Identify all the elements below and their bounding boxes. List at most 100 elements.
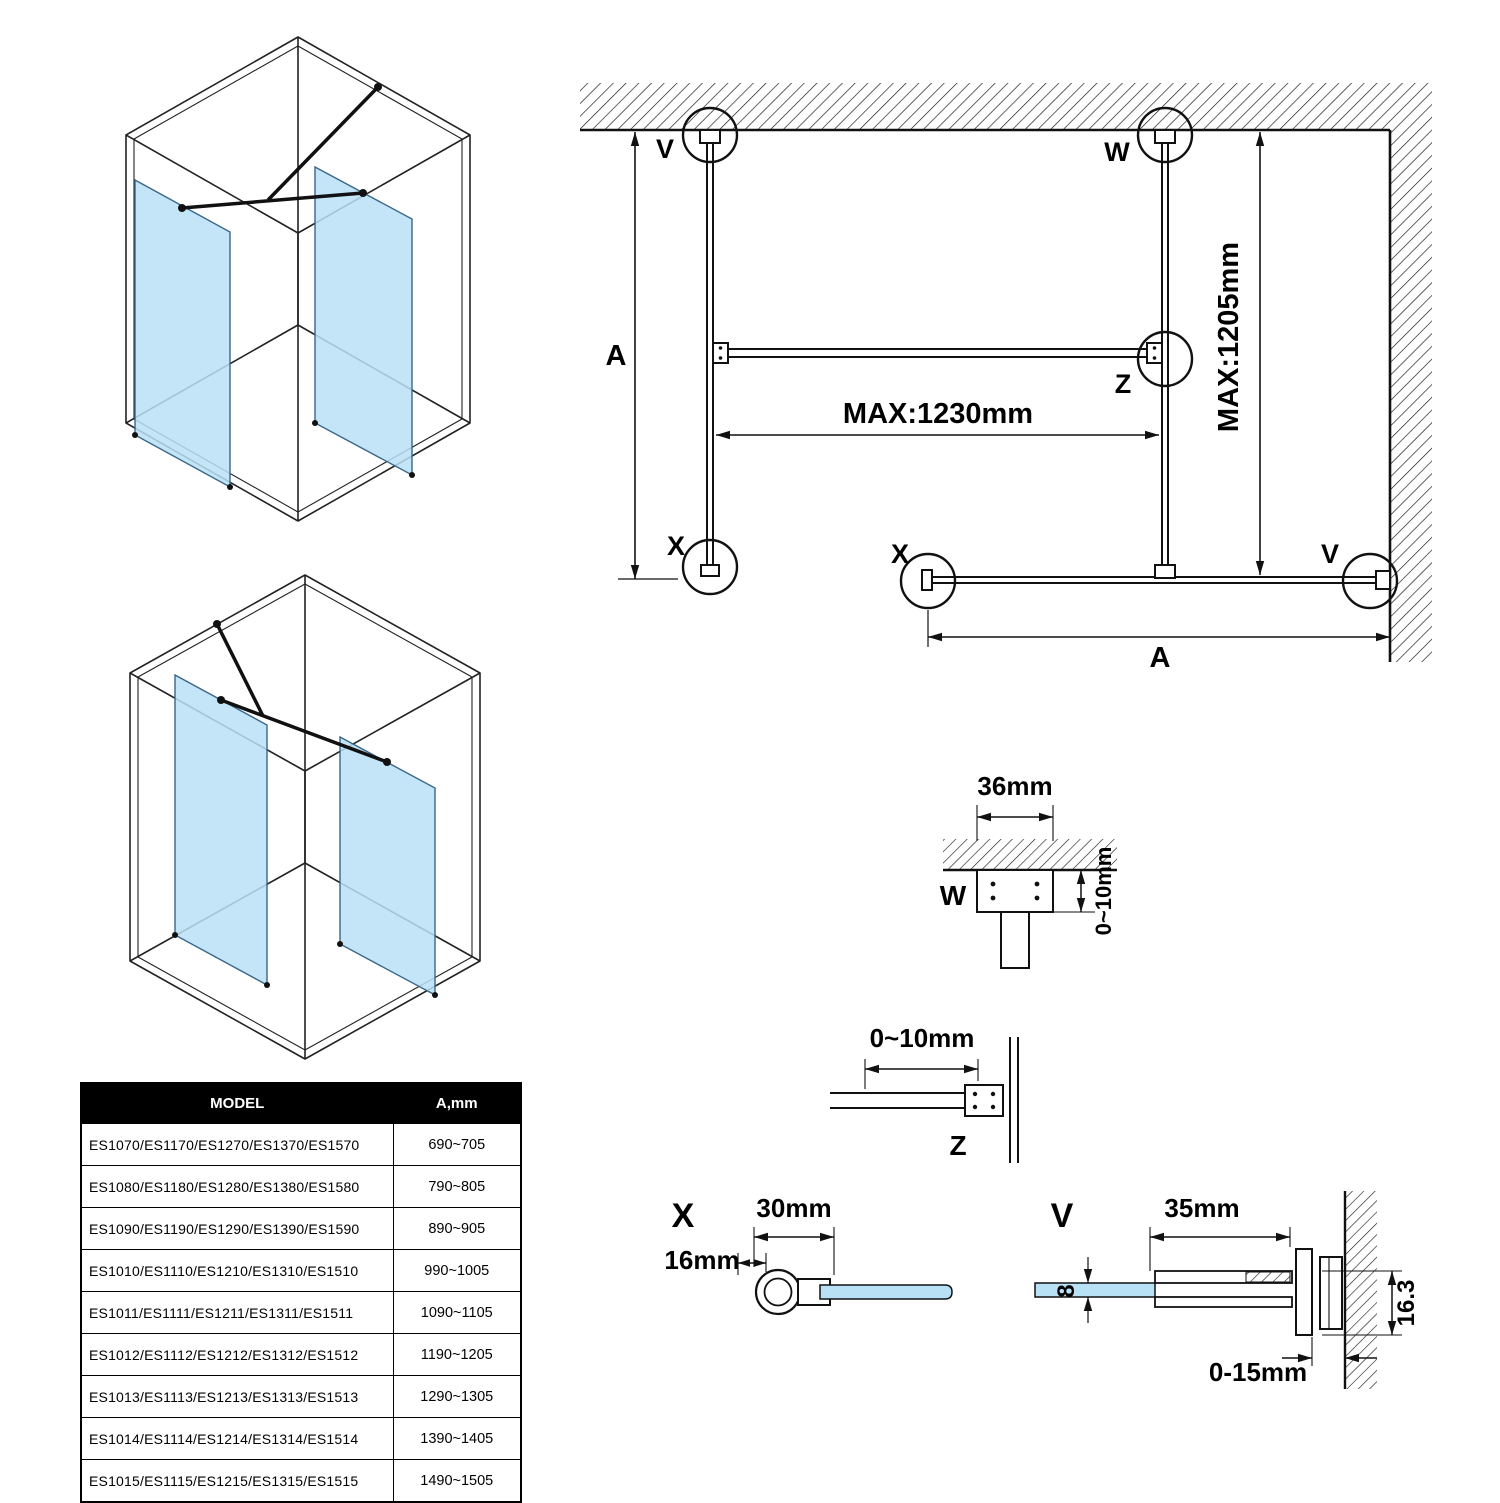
dim-glass-8mm: [1083, 1257, 1093, 1323]
callout-circle-w: [1136, 106, 1194, 164]
isometric-view-1: [125, 36, 471, 522]
model-cell: ES1070/ES1170/ES1270/ES1370/ES1570: [80, 1123, 394, 1166]
profile-bottom-flange: [1154, 1296, 1293, 1308]
a-cell: 990~1005: [392, 1249, 522, 1292]
end-profile-bore: [763, 1277, 793, 1307]
glass-panel-right: [314, 165, 413, 477]
label-w: W: [940, 880, 967, 911]
col-header-model: MODEL: [80, 1082, 394, 1124]
callout-circle-v-top: [681, 106, 739, 164]
bracket-screws: [972, 1091, 996, 1110]
support-bars: [215, 623, 388, 764]
label-x-left: X: [667, 531, 685, 561]
model-cell: ES1013/ES1113/ES1213/ES1313/ES1513: [80, 1375, 394, 1418]
a-cell: 1090~1105: [392, 1291, 522, 1334]
dim-label-0-10mm: 0~10mm: [1091, 847, 1116, 936]
model-cell: ES1090/ES1190/ES1290/ES1390/ES1590: [80, 1207, 394, 1250]
dim-36mm: [976, 805, 1054, 841]
wall-profile: [1154, 1248, 1343, 1336]
dim-label-36mm: 36mm: [977, 771, 1052, 801]
table-header-row: MODEL A,mm: [80, 1082, 522, 1124]
isometric-view-2: [129, 574, 481, 1060]
wall-mount-v: [1375, 570, 1391, 590]
model-cell: ES1010/ES1110/ES1210/ES1310/ES1510: [80, 1249, 394, 1292]
end-cap-x2: [921, 569, 933, 591]
a-cell: 690~705: [392, 1123, 522, 1166]
ceiling-hatch: [943, 839, 1117, 870]
dim-label-0-15mm: 0-15mm: [1209, 1357, 1307, 1387]
dim-label-a-left: A: [606, 340, 627, 372]
ceiling-mount-v: [699, 129, 721, 144]
detail-v: V 35mm 8: [1034, 1191, 1420, 1389]
ceiling-mount-w: [1154, 129, 1176, 144]
glass-panel-section: [1009, 1037, 1019, 1163]
profile-end-plate: [1295, 1248, 1313, 1336]
dim-label-0-10mm: 0~10mm: [870, 1023, 975, 1053]
label-v-right: V: [1321, 539, 1339, 569]
detail-x: X 30mm 16mm: [664, 1193, 953, 1316]
a-cell: 1490~1505: [392, 1459, 522, 1503]
label-z: Z: [949, 1130, 966, 1161]
label-x-mid: X: [891, 539, 909, 569]
profile-gasket-hatch: [1245, 1271, 1291, 1283]
dim-label-35mm: 35mm: [1164, 1193, 1239, 1223]
wall-mount-channel: [1319, 1256, 1343, 1330]
support-bar-plan: [712, 342, 1163, 364]
bar-bracket-right-z: [1146, 342, 1163, 364]
mount-dots: [172, 620, 438, 998]
dim-0-10mm: [864, 1059, 979, 1089]
mount-dots: [132, 83, 415, 490]
dim-label-30mm: 30mm: [756, 1193, 831, 1223]
detail-w: 36mm 0~10mm W: [940, 771, 1117, 969]
model-cell: ES1015/ES1115/ES1215/ES1315/ES1515: [80, 1459, 394, 1503]
label-x: X: [672, 1197, 695, 1235]
callout-circle-z: [1136, 330, 1194, 388]
a-cell: 790~805: [392, 1165, 522, 1208]
dim-30mm: [753, 1227, 835, 1275]
model-cell: ES1011/ES1111/ES1211/ES1311/ES1511: [80, 1291, 394, 1334]
ceiling-bracket-plate: [976, 869, 1054, 913]
dim-max-1230: [716, 430, 1159, 440]
glass-panel-right: [339, 735, 436, 997]
callout-circle-v-right: [1341, 552, 1399, 610]
glass-panel-3-plan: [921, 564, 1391, 591]
end-cap-x: [700, 564, 720, 577]
label-v: V: [1051, 1197, 1074, 1235]
dim-label-max-1205: MAX:1205mm: [1213, 242, 1245, 432]
col-header-a-mm: A,mm: [392, 1082, 522, 1124]
bar-bracket-left: [712, 342, 729, 364]
dim-0-10mm: [1053, 870, 1095, 913]
dim-0-15mm: [1282, 1337, 1377, 1366]
dim-a-horizontal: [927, 610, 1390, 647]
junction-bracket: [1154, 564, 1176, 579]
label-z: Z: [1115, 369, 1132, 399]
dim-a-vertical: [618, 132, 678, 580]
dim-label-max-1230: MAX:1230mm: [843, 398, 1033, 430]
wall-hatch: [1345, 1191, 1377, 1389]
model-cell: ES1012/ES1112/ES1212/ES1312/ES1512: [80, 1333, 394, 1376]
glass-panel-left: [134, 178, 231, 489]
a-cell: 1290~1305: [392, 1375, 522, 1418]
installation-plan-view: V W Z X X V A MAX:1230mm MAX:1205mm A: [580, 83, 1432, 674]
support-bar-section: [830, 1092, 965, 1109]
callout-circle-x-mid: [899, 552, 957, 610]
model-cell: ES1080/ES1180/ES1280/ES1380/ES1580: [80, 1165, 394, 1208]
detail-z: 0~10mm Z: [830, 1023, 1019, 1163]
a-cell: 890~905: [392, 1207, 522, 1250]
dim-max-1205: [1255, 132, 1265, 575]
model-dimension-table: MODEL A,mm ES1070/ES1170/ES1270/ES1370/E…: [80, 1082, 522, 1503]
support-bars: [181, 85, 380, 210]
dim-label-8: 8: [1053, 1284, 1080, 1297]
support-profile: [1000, 911, 1030, 969]
glass-bracket-plate: [964, 1084, 1004, 1117]
dim-16-3: [1322, 1270, 1402, 1336]
